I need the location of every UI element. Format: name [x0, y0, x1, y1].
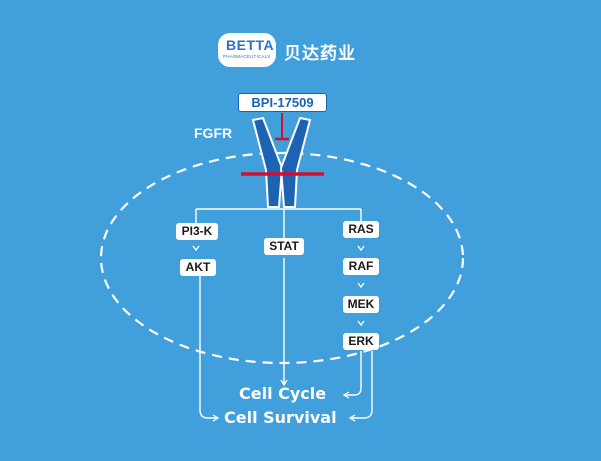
node-akt: AKT: [180, 259, 216, 276]
node-pi3k: PI3-K: [176, 223, 218, 240]
node-raf: RAF: [343, 258, 379, 275]
cell-membrane-outline: [99, 151, 465, 365]
company-logo-text: BETTA: [226, 37, 275, 53]
company-logo-badge: [218, 33, 276, 67]
receptor-left-arm: [251, 116, 284, 208]
receptor-label: FGFR: [194, 125, 233, 141]
node-ras: RAS: [343, 221, 379, 238]
erk-to-cell-cycle: [342, 351, 362, 399]
node-erk: ERK: [343, 333, 379, 350]
company-logo-subtext: PHARMACEUTICALS: [223, 54, 271, 59]
arrow-ras-raf: [357, 245, 365, 252]
erk-to-cell-survival: [348, 351, 373, 422]
arrow-mek-erk: [357, 320, 365, 327]
outcome-cell-cycle: Cell Cycle: [239, 384, 327, 403]
node-stat: STAT: [264, 238, 304, 255]
company-chinese-name: 贝达药业: [284, 44, 356, 64]
arrow-raf-mek: [357, 282, 365, 289]
akt-to-cell-survival: [199, 276, 220, 422]
drug-label: BPI-17509: [238, 93, 327, 112]
receptor-right-arm: [279, 116, 312, 208]
node-mek: MEK: [343, 296, 379, 313]
outcome-cell-survival: Cell Survival: [224, 408, 337, 427]
arrow-pi3k-akt: [192, 245, 200, 252]
